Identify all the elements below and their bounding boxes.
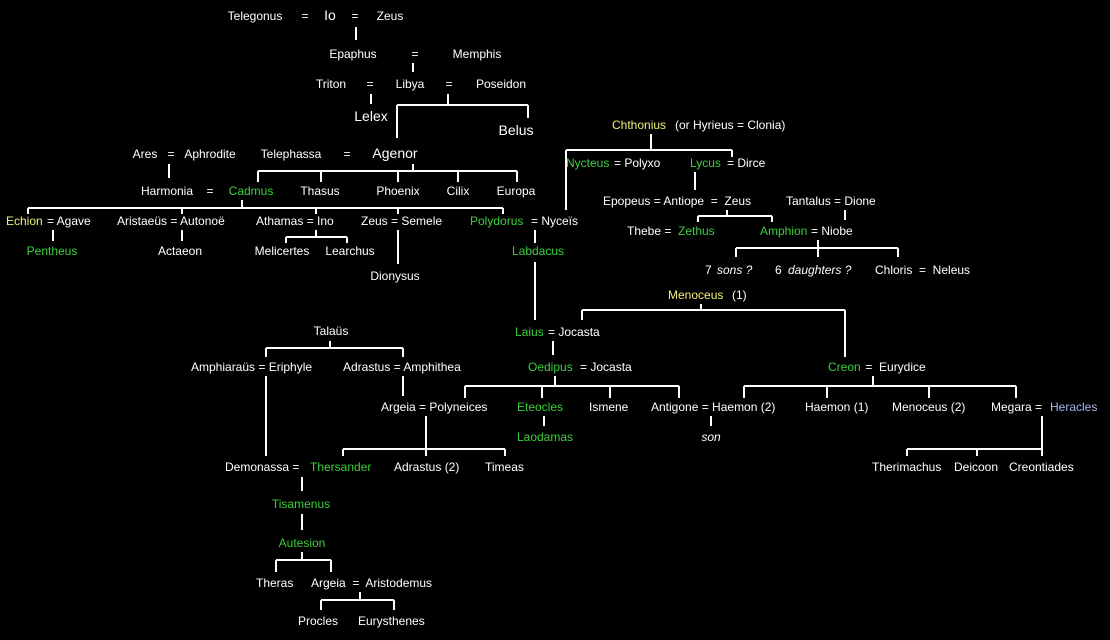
person-label-polydorus: Polydorus (470, 214, 523, 228)
person-label-europa: Europa (497, 184, 536, 198)
person-label-timeas: Timeas (485, 460, 524, 474)
person-label-amphiaraus: Amphiaraüs = Eriphyle (191, 360, 312, 374)
person-label-cilix: Cilix (447, 184, 470, 198)
person-label-hyrieus: (or Hyrieus = Clonia) (675, 118, 785, 132)
person-label-procles: Procles (298, 614, 338, 628)
person-label-eq-ares: = (167, 147, 174, 161)
person-label-sons: sons ? (717, 263, 753, 277)
person-label-io: Io (324, 7, 336, 23)
person-label-son: son (701, 430, 721, 444)
person-label-ismene: Ismene (589, 400, 629, 414)
person-label-phoenix: Phoenix (376, 184, 419, 198)
person-label-amphion: Amphion (760, 224, 807, 238)
person-label-cadmus: Cadmus (229, 184, 274, 198)
person-label-therimachus: Therimachus (872, 460, 941, 474)
person-label-sons-num: 7 (705, 263, 712, 277)
person-label-daughters-num: 6 (775, 263, 782, 277)
person-label-adrastus2: Adrastus (2) (394, 460, 459, 474)
person-label-eq-libya: = (445, 77, 452, 91)
person-label-lycus: Lycus (690, 156, 721, 170)
person-label-chthonius: Chthonius (612, 118, 666, 132)
person-label-eq-harmonia: = (206, 184, 213, 198)
person-label-haemon1: Haemon (1) (805, 400, 868, 414)
person-label-eq-epaphus: = (411, 47, 418, 61)
person-label-demonassa: Demonassa = (225, 460, 299, 474)
person-label-heracles: Heracles (1050, 400, 1097, 414)
person-label-eq-dirce: = Dirce (727, 156, 766, 170)
person-label-actaeon: Actaeon (158, 244, 202, 258)
person-label-ares: Ares (133, 147, 158, 161)
person-label-eq-niobe: = Niobe (811, 224, 853, 238)
person-label-eq-jocasta2: = Jocasta (580, 360, 632, 374)
person-label-nycteus: Nycteus (566, 156, 609, 170)
person-label-telegonus: Telegonus (228, 9, 283, 23)
person-label-agenor: Agenor (372, 145, 417, 161)
person-label-aristaeus: Aristaeüs = Autonoë (117, 214, 225, 228)
person-label-chloris: Chloris = Neleus (875, 263, 970, 277)
person-label-laodamas: Laodamas (517, 430, 573, 444)
person-label-thersander: Thersander (310, 460, 371, 474)
person-label-eurysthenes: Eurysthenes (358, 614, 425, 628)
person-label-epopeus: Epopeus = Antiope = Zeus (603, 194, 751, 208)
person-label-zeus-semele: Zeus = Semele (361, 214, 442, 228)
person-label-zeus-top: Zeus (377, 9, 404, 23)
person-label-megara: Megara = (991, 400, 1042, 414)
person-label-menoceus1: Menoceus (668, 288, 723, 302)
person-label-melicertes: Melicertes (255, 244, 310, 258)
person-label-laius: Laius (515, 325, 544, 339)
person-label-zethus: Zethus (678, 224, 715, 238)
person-label-eq-jocasta1: = Jocasta (548, 325, 600, 339)
person-label-harmonia: Harmonia (141, 184, 193, 198)
person-label-deicoon: Deicoon (954, 460, 998, 474)
person-label-eq-nyceis: = Nyceïs (531, 214, 578, 228)
person-label-eq-polyxo: = Polyxo (614, 156, 661, 170)
person-label-eteocles: Eteocles (517, 400, 563, 414)
person-label-pentheus: Pentheus (27, 244, 78, 258)
person-label-creon: Creon (828, 360, 861, 374)
person-label-menoceus1-num: (1) (732, 288, 747, 302)
person-label-theras: Theras (256, 576, 293, 590)
person-label-epaphus: Epaphus (329, 47, 376, 61)
person-label-aphrodite: Aphrodite (184, 147, 236, 161)
person-label-eq-io-zeus: = (351, 9, 358, 23)
person-label-eq-telephassa: = (343, 147, 350, 161)
person-label-eq-agave: = Agave (47, 214, 91, 228)
person-label-learchus: Learchus (325, 244, 374, 258)
person-label-labdacus: Labdacus (512, 244, 564, 258)
person-label-echion: Echion (6, 214, 43, 228)
tree-connectors (27, 27, 1043, 610)
person-label-telephassa: Telephassa (261, 147, 322, 161)
person-label-argeia-aristo: Argeia = Aristodemus (311, 576, 432, 590)
person-label-libya: Libya (396, 77, 425, 91)
person-label-argeia-poly: Argeia = Polyneices (381, 400, 487, 414)
person-label-creontiades: Creontiades (1009, 460, 1074, 474)
person-label-eq-eurydice: = Eurydice (862, 360, 926, 374)
person-label-lelex: Lelex (354, 108, 387, 124)
person-label-adrastus: Adrastus = Amphithea (343, 360, 461, 374)
person-label-tantalus: Tantalus = Dione (786, 194, 876, 208)
person-label-daughters: daughters ? (788, 263, 852, 277)
person-label-belus: Belus (498, 122, 533, 138)
person-label-athamas: Athamas = Ino (256, 214, 334, 228)
person-label-eq-telegonus-io: = (301, 9, 308, 23)
person-label-thasus: Thasus (300, 184, 339, 198)
person-label-tisamenus: Tisamenus (272, 497, 330, 511)
person-label-menoceus2: Menoceus (2) (892, 400, 965, 414)
person-label-antigone: Antigone = Haemon (2) (651, 400, 775, 414)
person-label-dionysus: Dionysus (370, 269, 419, 283)
person-label-eq-triton: = (366, 77, 373, 91)
person-label-talaus: Talaüs (314, 324, 349, 338)
person-label-oedipus: Oedipus (528, 360, 573, 374)
person-label-thebe: Thebe = (627, 224, 671, 238)
person-label-poseidon: Poseidon (476, 77, 526, 91)
person-label-autesion: Autesion (279, 536, 326, 550)
person-label-triton: Triton (316, 77, 346, 91)
person-label-memphis: Memphis (453, 47, 502, 61)
